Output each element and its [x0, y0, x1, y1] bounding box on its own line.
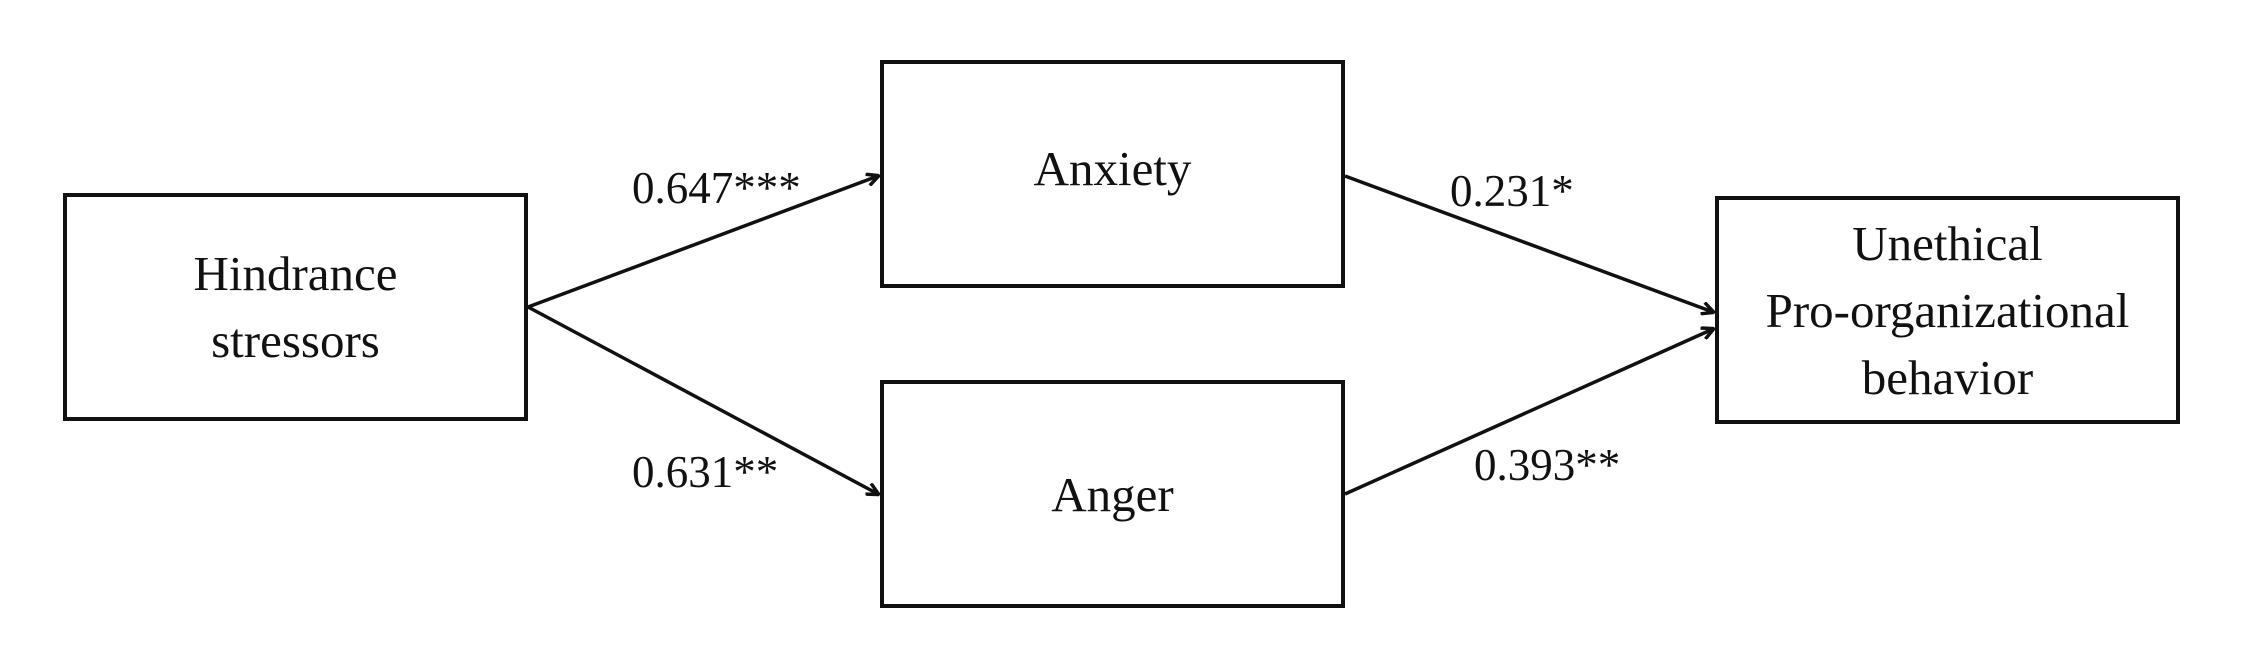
arrow-anxiety-to-upb [1344, 174, 1713, 312]
coefficient-anxiety-to-upb: 0.231* [1450, 166, 1574, 216]
node-label-hindrance: Hindrance stressors [193, 246, 398, 368]
node-unethical-pro-organizational-behavior: Unethical Pro-organizational behavior [1715, 196, 2180, 424]
coefficient-anger-to-upb: 0.393** [1474, 440, 1621, 490]
coefficient-hindrance-to-anger: 0.631** [632, 447, 779, 497]
node-label-upb: Unethical Pro-organizational behavior [1765, 215, 2130, 405]
arrow-anger-to-upb [1344, 329, 1713, 496]
coefficient-hindrance-to-anxiety: 0.647*** [632, 163, 801, 213]
arrow-hindrance-to-anxiety [527, 176, 878, 309]
arrow-hindrance-to-anger [527, 305, 878, 494]
node-label-anger: Anger [1051, 466, 1174, 522]
node-anger: Anger [880, 380, 1345, 608]
node-anxiety: Anxiety [880, 60, 1345, 288]
node-label-anxiety: Anxiety [1033, 140, 1192, 196]
node-hindrance-stressors: Hindrance stressors [63, 193, 528, 421]
